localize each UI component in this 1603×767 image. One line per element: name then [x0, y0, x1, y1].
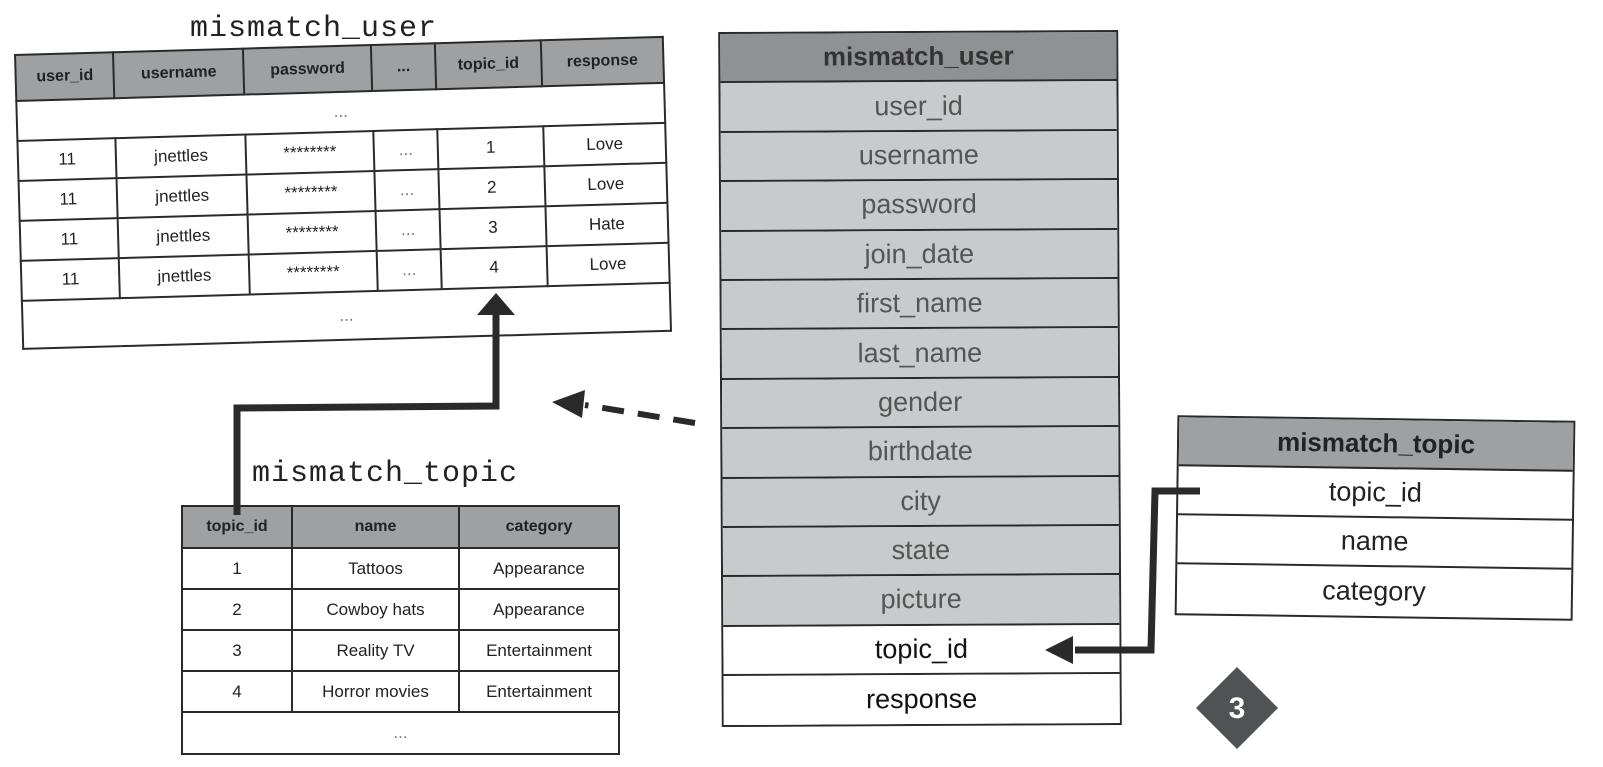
schema-field-response: response [723, 674, 1120, 726]
column-header: user_id [15, 52, 115, 101]
table-cell: 11 [17, 138, 117, 181]
table-cell: Horror movies [291, 670, 460, 713]
table-cell: Love [543, 122, 667, 167]
table-cell: ... [376, 249, 442, 291]
table-cell: ... [373, 129, 439, 171]
column-header: username [113, 48, 245, 99]
column-header: response [540, 36, 665, 87]
table-cell: jnettles [119, 254, 250, 299]
table-cell: jnettles [116, 174, 248, 219]
schema-field: birthdate [722, 427, 1119, 479]
table-cell: Entertainment [458, 670, 620, 713]
table-cell: Appearance [458, 588, 620, 631]
schema-field: first_name [721, 278, 1118, 331]
step-badge: 3 [1194, 665, 1280, 751]
schema-title: mismatch_user [720, 31, 1117, 84]
user-data-table: user_id username password ... topic_id r… [14, 35, 673, 350]
table-cell: Love [546, 242, 670, 287]
badge-label: 3 [1229, 692, 1246, 725]
schema-field: gender [722, 377, 1119, 430]
topic-data-table: topic_id name category 1 Tattoos Appeara… [181, 505, 620, 755]
column-header: category [458, 505, 620, 549]
ellipsis-cell: ... [181, 711, 620, 755]
topic-schema-box: mismatch_topic topic_id name category [1174, 415, 1576, 621]
user-table-title: mismatch_user [190, 12, 438, 46]
table-cell: 4 [440, 246, 548, 290]
table-cell: 3 [181, 629, 293, 672]
arrow-head-left [552, 390, 585, 418]
schema-field: password [720, 180, 1118, 232]
table-cell: ******** [247, 210, 377, 255]
diamond-badge-icon: 3 [1196, 667, 1278, 749]
table-header-row: topic_id name category [181, 505, 620, 549]
dashed-arrow-line [584, 402, 696, 426]
schema-field-topic-id: topic_id [723, 624, 1120, 677]
column-header: ... [370, 43, 437, 92]
table-cell: Entertainment [458, 629, 620, 672]
schema-field: name [1177, 515, 1572, 570]
column-header: topic_id [434, 40, 542, 90]
topic-table-title: mismatch_topic [252, 457, 519, 491]
ellipsis-row: ... [181, 711, 620, 755]
table-cell: Reality TV [291, 629, 460, 672]
table-cell: 11 [20, 258, 121, 301]
column-header: password [242, 45, 373, 95]
schema-field: user_id [720, 81, 1117, 133]
table-row: 4 Horror movies Entertainment [181, 670, 620, 713]
table-cell: Tattoos [291, 547, 460, 590]
table-cell: 1 [181, 547, 293, 590]
table-cell: jnettles [118, 214, 249, 259]
table-cell: 4 [181, 670, 293, 713]
table-cell: 2 [181, 588, 293, 631]
schema-field: state [722, 525, 1120, 578]
schema-field: city [722, 476, 1119, 528]
column-header: topic_id [181, 505, 293, 549]
column-header: name [291, 505, 460, 549]
schema-field: username [720, 130, 1117, 183]
table-row: 3 Reality TV Entertainment [181, 629, 620, 672]
table-cell: Cowboy hats [291, 588, 460, 631]
schema-field: picture [723, 575, 1120, 627]
schema-field: category [1321, 575, 1426, 607]
schema-field: last_name [721, 328, 1118, 380]
table-cell: Love [544, 162, 668, 207]
table-cell: ******** [248, 250, 378, 295]
table-cell: Hate [545, 202, 669, 247]
table-cell: 2 [438, 166, 546, 210]
table-cell: ... [375, 209, 441, 251]
table-cell: Appearance [458, 547, 620, 590]
table-cell: ******** [246, 170, 376, 215]
schema-field: topic_id [1178, 466, 1573, 521]
table-cell: 11 [19, 218, 120, 261]
table-cell: ******** [245, 130, 375, 175]
table-row: 1 Tattoos Appearance [181, 547, 620, 590]
table-cell: jnettles [115, 134, 247, 179]
table-row: 2 Cowboy hats Appearance [181, 588, 620, 631]
user-schema-box: mismatch_user user_id username password … [718, 29, 1122, 728]
table-cell: ... [374, 169, 440, 211]
schema-field: join_date [721, 229, 1118, 281]
table-cell: 11 [18, 178, 119, 221]
schema-title: mismatch_topic [1178, 417, 1574, 472]
table-cell: 3 [439, 206, 547, 250]
table-cell: 1 [437, 126, 545, 170]
